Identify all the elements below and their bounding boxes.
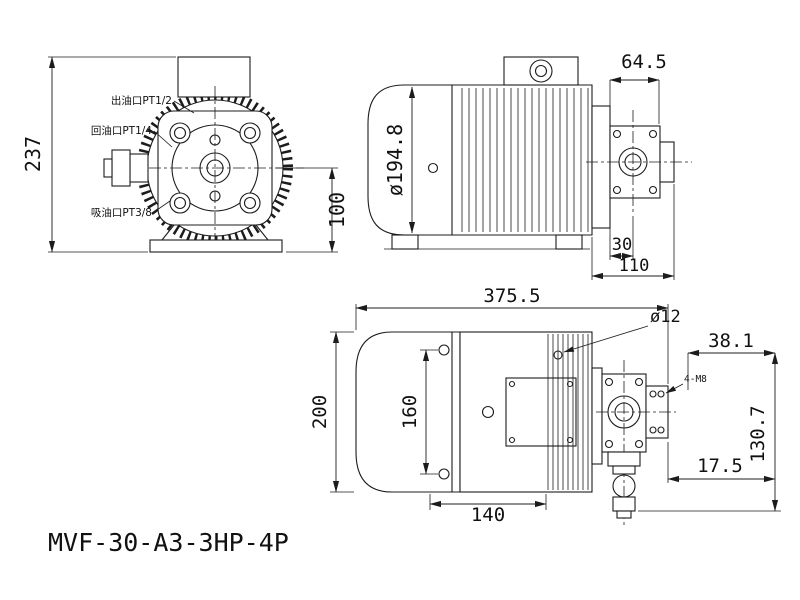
terminal-box-front <box>177 56 251 98</box>
side-port-valve <box>111 149 131 187</box>
cover-bolt-top <box>438 344 450 356</box>
front-view: 出油口PT1/2 回油口PT1/4 吸油口PT3/8 237 100 <box>21 56 349 253</box>
dim-shaft-offset: 17.5 <box>697 455 743 477</box>
dim-port-offset: 38.1 <box>708 330 754 352</box>
cable-gland-inner <box>534 64 548 78</box>
side-view: ø194.8 64.5 30 110 <box>367 51 692 280</box>
mount-hole-12 <box>553 350 563 360</box>
flange-bolt-inner <box>173 126 187 140</box>
nameplate <box>505 377 577 447</box>
return-port-label: 回油口PT1/4 <box>91 124 152 137</box>
valve-bolt-top <box>604 377 614 387</box>
flange-bolt-inner <box>243 126 257 140</box>
shaft-end-block <box>612 496 636 512</box>
pump-bracket-side <box>591 105 611 229</box>
cover-bolt-bottom <box>438 468 450 480</box>
dim-flange-offset: 30 <box>612 235 632 255</box>
lifting-eye-hole <box>427 162 439 174</box>
dim-frame-diameter: ø194.8 <box>383 124 407 196</box>
leader-outlet <box>173 100 195 114</box>
motor-fins <box>461 88 589 232</box>
valve-bolt-top <box>634 439 644 449</box>
valve-bolt <box>648 185 658 195</box>
m8-hole <box>649 426 657 434</box>
valve-bolt <box>612 129 622 139</box>
side-port-fitting <box>129 153 149 183</box>
valve-bolt-top <box>604 439 614 449</box>
dim-pump-width: 64.5 <box>621 51 667 73</box>
valve-bolt <box>612 185 622 195</box>
flange-bolt <box>239 122 261 144</box>
dim-pump-length: 110 <box>619 256 650 276</box>
m8-hole <box>657 390 665 398</box>
dim-bolt-spacing: 160 <box>399 395 421 429</box>
dim-frame-width: 200 <box>309 395 331 429</box>
leader-suction <box>153 200 171 213</box>
nameplate-rivet <box>566 380 574 388</box>
dim-mount-hole: ø12 <box>650 307 681 327</box>
eye-bolt-hole-top <box>481 405 495 419</box>
nameplate-rivet <box>508 436 516 444</box>
flange-bolt <box>169 122 191 144</box>
valve-bolt-top <box>634 377 644 387</box>
motor-body-top <box>459 331 593 493</box>
pump-bracket-top <box>591 367 603 465</box>
base-slope-right <box>255 224 269 241</box>
dim-pump-height: 130.7 <box>747 405 769 462</box>
m8-hole <box>649 390 657 398</box>
cable-gland <box>529 59 553 83</box>
motor-foot <box>555 234 583 250</box>
base-foot-front <box>149 239 283 253</box>
dim-foot-spacing: 140 <box>471 504 505 526</box>
outlet-port-label: 出油口PT1/2 <box>111 94 172 107</box>
leader-mount-hole <box>563 325 649 353</box>
side-port-nut <box>103 158 113 178</box>
thread-spec-label: 4-M8 <box>684 374 707 385</box>
suction-port-label: 吸油口PT3/8 <box>91 206 152 219</box>
leader-thread-spec <box>665 383 684 394</box>
flange-bolt-inner <box>173 196 187 210</box>
nameplate-rivet <box>508 380 516 388</box>
base-slope-left <box>161 224 175 241</box>
flange-bolt-inner <box>243 196 257 210</box>
motor-foot <box>391 234 419 250</box>
shaft-neck <box>612 465 636 475</box>
dim-overall-length: 375.5 <box>483 285 540 307</box>
fan-cover-top <box>355 331 461 493</box>
top-view: 375.5 ø12 200 160 140 38.1 17.5 130.7 4-… <box>309 285 781 528</box>
terminal-box-side <box>503 56 579 86</box>
model-number-title: MVF-30-A3-3HP-4P <box>48 528 289 557</box>
m8-hole <box>657 426 665 434</box>
motor-fins-top <box>547 334 589 490</box>
valve-bolt <box>648 129 658 139</box>
nameplate-rivet <box>566 436 574 444</box>
dim-overall-height: 237 <box>21 136 45 172</box>
dim-center-height: 100 <box>325 192 349 228</box>
flange-bolt <box>239 192 261 214</box>
flange-bolt <box>169 192 191 214</box>
shaft-boss <box>607 451 641 467</box>
leader-return <box>153 130 173 148</box>
shaft-tip <box>616 510 632 519</box>
